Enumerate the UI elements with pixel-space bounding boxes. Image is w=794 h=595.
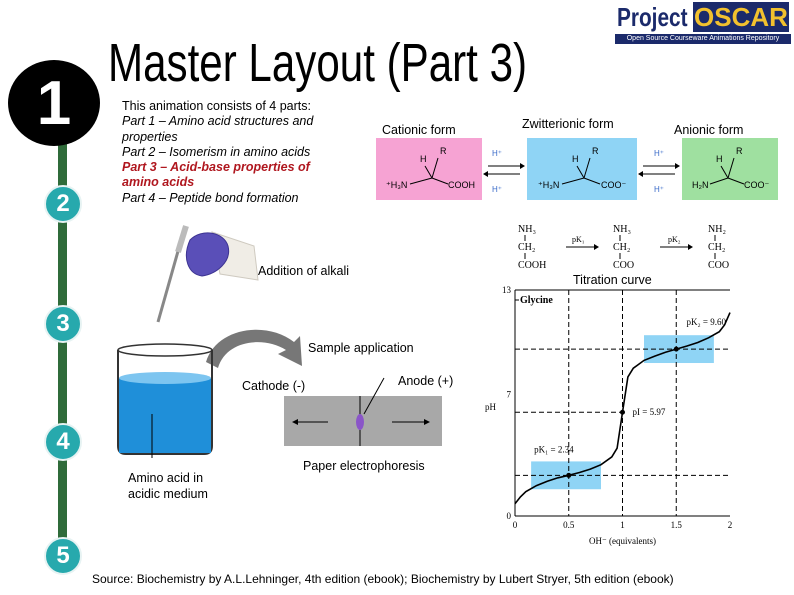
cathode-label: Cathode (-) [242, 379, 306, 393]
svg-text:pK₁: pK₁ [572, 235, 585, 244]
anion-amine: H₂N [692, 180, 709, 190]
cationic-form-panel [376, 138, 482, 200]
svg-text:NH₃: NH₃ [613, 224, 631, 235]
svg-text:COO: COO [613, 260, 634, 271]
transfer-arrow [206, 329, 302, 368]
svg-text:COO: COO [708, 260, 729, 271]
pk1-annotation: pK₁ = 2.34 [534, 444, 574, 454]
zwit-h: H [572, 154, 579, 164]
anode-label: Anode (+) [398, 374, 454, 388]
chart-title: Glycine [520, 295, 553, 306]
y-axis-label: pH [485, 402, 497, 412]
animation-description: This animation consists of 4 parts: Part… [122, 99, 352, 206]
zwit-acid: COO⁻ [601, 180, 627, 190]
pi-point [620, 409, 625, 415]
desc-part3: Part 3 – Acid-base properties of [122, 160, 310, 175]
y-tick-label: 13 [502, 285, 512, 295]
anion-acid: COO⁻ [744, 180, 770, 190]
source-text: Source: Biochemistry by A.L.Lehninger, 4… [92, 572, 674, 586]
svg-text:CH₂: CH₂ [708, 242, 725, 253]
glycine-ionization-row: NH₃ CH₂ COOH pK₁ NH₃ CH₂ COO pK₂ NH₂ CH₂… [518, 224, 729, 271]
step-2-badge[interactable]: 2 [44, 185, 82, 223]
sample-application-label: Sample application [308, 341, 414, 355]
pipette-hand-illustration [156, 225, 259, 323]
step-5-badge[interactable]: 5 [44, 537, 82, 575]
page-title: Master Layout (Part 3) [108, 33, 528, 93]
addition-of-alkali-label: Addition of alkali [258, 264, 350, 278]
cationic-acid: COOH [448, 180, 475, 190]
svg-text:CH₂: CH₂ [613, 242, 630, 253]
zwitterionic-form-label: Zwitterionic form [522, 117, 614, 131]
x-tick-label: 2 [728, 520, 733, 530]
h-plus-4: H⁺ [654, 185, 664, 194]
desc-part2: Part 2 – Isomerism in amino acids [122, 144, 311, 159]
pk2-point [673, 346, 679, 352]
y-tick-label: 0 [507, 511, 512, 521]
x-tick-label: 0.5 [563, 520, 575, 530]
zwit-r: R [592, 146, 599, 156]
titration-curve-label: Titration curve [573, 273, 652, 287]
svg-text:NH₂: NH₂ [708, 224, 726, 235]
x-tick-label: 1.5 [671, 520, 683, 530]
x-tick-label: 1 [620, 520, 625, 530]
cationic-h: H [420, 154, 427, 164]
paper-electrophoresis-label: Paper electrophoresis [303, 459, 425, 473]
h-plus-3: H⁺ [654, 149, 664, 158]
desc-part1: Part 1 – Amino acid structures and [122, 114, 314, 129]
amino-acid-label-line1: Amino acid in [128, 471, 204, 485]
beaker-illustration [117, 343, 213, 458]
svg-text:COOH: COOH [518, 260, 546, 271]
zwit-amine: ⁺H₃N [538, 180, 559, 190]
h-plus-1: H⁺ [492, 149, 502, 158]
zwitterionic-form-panel [527, 138, 637, 200]
x-axis-label: OH⁻ (equivalents) [589, 536, 656, 546]
desc-part1-cont: properties [122, 129, 178, 144]
step-4-badge[interactable]: 4 [44, 423, 82, 461]
anion-r: R [736, 146, 743, 156]
step-3-badge[interactable]: 3 [44, 305, 82, 343]
desc-part4: Part 4 – Peptide bond formation [122, 190, 299, 205]
cationic-form-label: Cationic form [382, 123, 456, 137]
pk2-annotation: pK₂ = 9.60 [687, 317, 727, 327]
anion-h: H [716, 154, 723, 164]
amino-acid-forms-diagram: H R ⁺H₃N COOH H R ⁺H₃N COO⁻ H R H₂N COO⁻… [376, 138, 778, 200]
desc-intro: This animation consists of 4 parts: [122, 99, 311, 113]
cationic-amine: ⁺H₃N [386, 180, 407, 190]
x-tick-label: 0 [513, 520, 518, 530]
anionic-form-label: Anionic form [674, 123, 744, 137]
y-tick-label: 7 [507, 389, 512, 399]
svg-text:NH₃: NH₃ [518, 224, 536, 235]
titration-chart: 0 0.5 1 1.5 2 0 7 13 pH OH⁻ (equivalents) Glycine p… [485, 285, 733, 546]
pi-annotation: pI = 5.97 [633, 407, 666, 417]
svg-text:CH₂: CH₂ [518, 242, 535, 253]
h-plus-2: H⁺ [492, 185, 502, 194]
amino-acid-label-line2: acidic medium [128, 487, 208, 501]
step-1-badge[interactable]: 1 [8, 60, 100, 146]
project-oscar-logo: Project OSCAR Open Source Courseware Ani… [611, 0, 791, 46]
desc-part3-cont: amino acids [122, 175, 195, 190]
svg-text:pK₂: pK₂ [668, 235, 681, 244]
electrophoresis-strip [284, 377, 442, 446]
cationic-r: R [440, 146, 447, 156]
anionic-form-panel [682, 138, 778, 200]
pk1-point [566, 472, 572, 478]
source-citation: Source: Biochemistry by A.L.Lehninger, 4… [92, 572, 674, 586]
